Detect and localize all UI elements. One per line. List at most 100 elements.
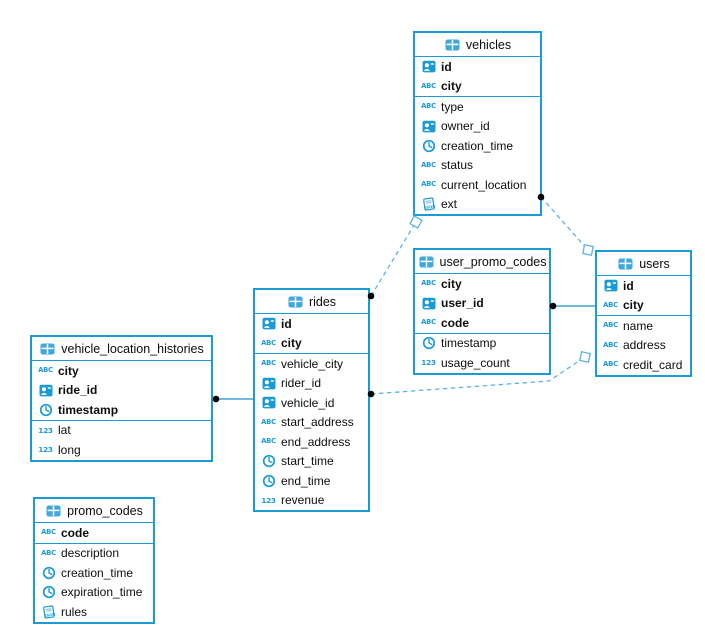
column-name: revenue: [281, 493, 325, 508]
string-icon-label: ABC: [421, 160, 436, 169]
string-icon-label: ABC: [421, 81, 436, 90]
number-icon-label: 123: [38, 425, 53, 435]
column-name: description: [61, 546, 120, 561]
column-long: 123 long: [32, 440, 211, 460]
column-expiration_time: expiration_time: [35, 583, 153, 603]
string-abc-icon: ABC: [602, 361, 619, 368]
column-name: code: [441, 315, 470, 330]
column-description: ABC description: [35, 544, 153, 564]
string-abc-icon: ABC: [420, 103, 437, 110]
string-abc-icon: ABC: [602, 302, 619, 309]
string-icon-label: ABC: [38, 366, 53, 375]
relation-user_promo_codes-users[interactable]: [549, 302, 595, 310]
string-abc-icon: ABC: [420, 83, 437, 90]
column-creation_time: creation_time: [415, 136, 540, 156]
string-icon-label: ABC: [603, 300, 618, 309]
table-grid-icon: [39, 343, 56, 355]
person-id-icon: [260, 377, 277, 390]
person-id-icon: [260, 396, 277, 409]
string-icon-label: ABC: [603, 360, 618, 369]
relation-vehicle_location_histories-rides[interactable]: [212, 395, 253, 403]
table-name: users: [639, 256, 670, 271]
column-city: ABC city: [415, 77, 540, 97]
relation-vehicles-users[interactable]: [537, 193, 594, 256]
column-name: user_id: [441, 296, 484, 311]
person-id-icon: [37, 384, 54, 397]
column-timestamp: timestamp: [32, 400, 211, 420]
string-icon-label: ABC: [261, 338, 276, 347]
json-doc-icon: JSON: [40, 605, 57, 619]
number-123-icon: 123: [260, 495, 277, 505]
clock-icon: [260, 474, 277, 488]
number-icon-label: 123: [38, 445, 53, 455]
column-name: owner_id: [441, 119, 490, 134]
relation-many-end-dot: [367, 390, 375, 398]
relation-line[interactable]: [370, 221, 417, 297]
number-icon-label: 123: [261, 495, 276, 505]
column-name: usage_count: [441, 355, 510, 370]
string-abc-icon: ABC: [260, 340, 277, 347]
column-start_time: start_time: [255, 452, 368, 472]
clock-icon: [37, 403, 54, 417]
column-rider_id: rider_id: [255, 374, 368, 394]
column-ride_id: ride_id: [32, 381, 211, 401]
table-name: rides: [308, 294, 337, 309]
column-name: current_location: [441, 177, 527, 192]
relation-many-end-dot: [212, 395, 220, 403]
string-icon-label: ABC: [41, 548, 56, 557]
relation-line[interactable]: [370, 356, 586, 395]
column-name: id: [441, 59, 452, 74]
clock-icon: [420, 139, 437, 153]
relation-rides-users[interactable]: [367, 351, 591, 398]
column-name: status: [441, 158, 474, 173]
relation-rides-vehicles[interactable]: [367, 215, 423, 300]
column-name: rules: [61, 604, 88, 619]
column-name: end_address: [281, 434, 351, 449]
column-name: city: [441, 79, 462, 94]
column-name: creation_time: [441, 138, 514, 153]
json-doc-icon: JSON: [420, 197, 437, 211]
column-timestamp: timestamp: [415, 334, 549, 354]
string-icon-label: ABC: [421, 102, 436, 111]
column-name: timestamp: [58, 402, 119, 417]
string-icon-label: ABC: [603, 340, 618, 349]
json-icon-label: JSON: [44, 612, 55, 617]
relation-many-end-dot: [367, 292, 375, 300]
column-current_location: ABC current_location: [415, 175, 540, 195]
string-icon-label: ABC: [421, 180, 436, 189]
column-name: timestamp: [441, 336, 497, 351]
string-abc-icon: ABC: [40, 550, 57, 557]
column-end_address: ABC end_address: [255, 432, 368, 452]
relation-many-end-dot: [549, 302, 557, 310]
relation-many-end-dot: [537, 193, 545, 201]
table-header: promo_codes: [35, 499, 153, 523]
string-icon-label: ABC: [261, 437, 276, 446]
clock-icon: [420, 336, 437, 350]
column-name: rider_id: [281, 376, 322, 391]
column-name: long: [58, 442, 81, 457]
person-id-icon: [420, 297, 437, 310]
column-name: name: [623, 318, 654, 333]
relation-line[interactable]: [540, 196, 589, 251]
table-name: vehicle_location_histories: [61, 341, 204, 356]
